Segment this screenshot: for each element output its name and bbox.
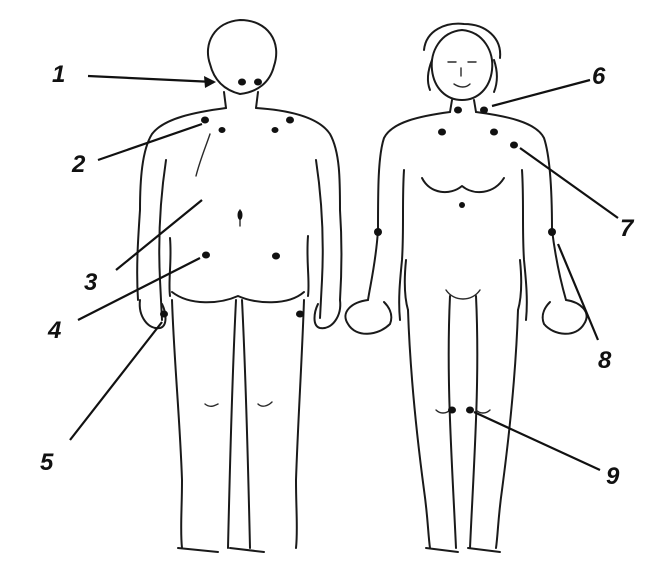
- point-4b: [272, 253, 280, 260]
- point-9a: [448, 407, 456, 414]
- callout-2: 2: [71, 151, 86, 178]
- point-1b: [254, 79, 262, 86]
- point-3a: [219, 127, 226, 133]
- point-6a: [454, 107, 462, 114]
- point-misc-a: [238, 210, 243, 220]
- callout-1: 1: [52, 61, 65, 88]
- point-8a: [374, 228, 382, 236]
- leader-6: [492, 80, 590, 106]
- point-2b: [286, 117, 294, 124]
- leader-1: [88, 76, 214, 82]
- callout-9: 9: [606, 463, 620, 490]
- point-4a: [202, 252, 210, 259]
- point-9b: [466, 407, 474, 414]
- point-7b: [490, 129, 498, 136]
- callout-8: 8: [598, 347, 612, 374]
- back-view-figure: [137, 20, 341, 552]
- callout-6: 6: [592, 63, 606, 90]
- point-misc-b: [459, 202, 465, 208]
- callout-4: 4: [47, 317, 61, 344]
- point-8b: [548, 228, 556, 236]
- callout-3: 3: [84, 269, 98, 296]
- point-6b: [480, 107, 488, 114]
- callout-7: 7: [620, 215, 635, 242]
- leader-9: [474, 412, 600, 470]
- callout-labels: 1 2 3 4 5 6 7 8 9: [40, 61, 635, 490]
- point-7a: [438, 129, 446, 136]
- arrowhead-1: [204, 76, 216, 88]
- point-5b: [296, 311, 304, 318]
- point-1a: [238, 79, 246, 86]
- tender-points: [160, 79, 556, 414]
- point-7c: [510, 142, 518, 149]
- point-5a: [160, 311, 168, 318]
- leader-2: [98, 124, 202, 160]
- point-3b: [272, 127, 279, 133]
- leader-7: [520, 148, 618, 218]
- leader-5: [70, 322, 162, 440]
- point-2a: [201, 117, 209, 124]
- callout-5: 5: [40, 449, 54, 476]
- front-view-figure: [345, 24, 586, 552]
